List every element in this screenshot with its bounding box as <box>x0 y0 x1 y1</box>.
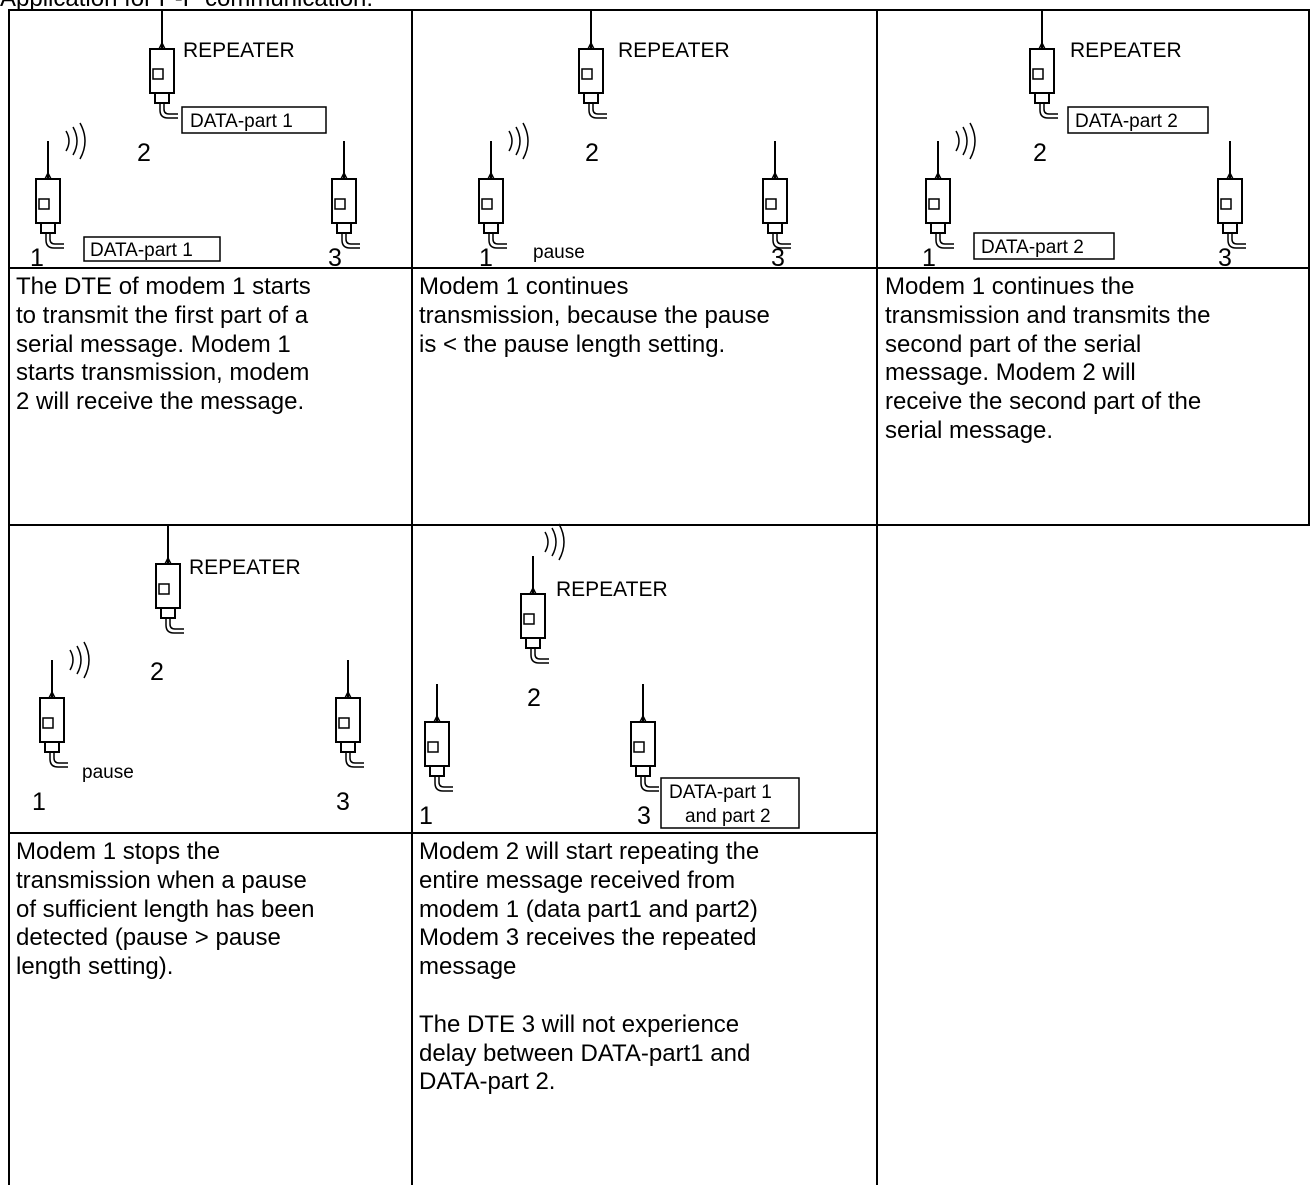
modem-2-icon <box>155 526 184 634</box>
data-box-label: DATA-part 2 <box>1075 111 1178 132</box>
data-box-label: DATA-part 2 <box>981 237 1084 258</box>
modem-3-icon <box>335 660 364 768</box>
data-box-modem-3 <box>660 777 800 829</box>
modem-1-number: 1 <box>32 788 46 816</box>
repeater-label: REPEATER <box>183 39 295 62</box>
network-diagram: REPEATER 2 pause 1 <box>478 11 791 272</box>
description-step-5: Modem 2 will start repeating the entire … <box>419 838 760 1096</box>
data-box-line-1: DATA-part 1 <box>669 782 772 803</box>
network-diagram: REPEATER 2 pause 1 <box>32 526 364 816</box>
modem-3-icon <box>762 141 791 249</box>
modem-2-icon <box>149 11 178 119</box>
page-heading: Application for P-P communication: <box>0 0 1310 12</box>
modem-3-icon <box>630 684 659 792</box>
repeater-label: REPEATER <box>189 556 301 579</box>
table-border-left <box>8 9 10 1185</box>
radio-waves-icon <box>69 641 90 679</box>
table-rule <box>8 832 877 834</box>
modem-2-number: 2 <box>137 139 151 167</box>
network-diagram: REPEATER 2 DATA-part 2 DATA-part 2 1 <box>922 11 1246 272</box>
table-rule <box>411 9 413 1185</box>
modem-1-icon <box>478 141 507 249</box>
data-box-modem-1 <box>83 236 221 262</box>
table-rule <box>8 267 1310 269</box>
modem-2-number: 2 <box>1033 139 1047 167</box>
pause-label: pause <box>533 242 585 263</box>
data-box-repeater <box>181 106 327 134</box>
description-step-4: Modem 1 stops the transmission when a pa… <box>16 838 315 981</box>
radio-waves-icon <box>65 122 86 160</box>
description-step-3: Modem 1 continues the transmission and t… <box>885 273 1211 444</box>
diagram-step-5: REPEATER 2 1 3 <box>413 523 875 832</box>
modem-2-icon <box>1029 11 1058 119</box>
table-rule <box>8 524 1310 526</box>
network-diagram: REPEATER 2 1 3 <box>419 523 800 830</box>
pause-label: pause <box>82 762 134 783</box>
repeater-label: REPEATER <box>618 39 730 62</box>
modem-3-icon <box>331 141 360 249</box>
data-box-repeater <box>1067 106 1209 134</box>
radio-waves-icon <box>955 122 976 160</box>
diagram-step-4: REPEATER 2 pause 1 <box>10 526 410 832</box>
modem-1-number: 1 <box>479 244 493 272</box>
description-step-1: The DTE of modem 1 starts to transmit th… <box>16 273 311 416</box>
data-box-label: DATA-part 1 <box>90 240 193 261</box>
modem-3-number: 3 <box>637 802 651 830</box>
modem-1-number: 1 <box>922 244 936 272</box>
modem-1-icon <box>925 141 954 249</box>
table-rule <box>876 9 878 1185</box>
data-box-modem-1 <box>973 232 1115 260</box>
network-diagram: REPEATER 2 DATA-part 1 DATA-part 1 1 <box>30 11 360 272</box>
modem-2-number: 2 <box>527 684 541 712</box>
table-border-top <box>8 9 1310 11</box>
table-border-right <box>1308 9 1310 526</box>
modem-3-icon <box>1217 141 1246 249</box>
modem-2-icon <box>520 556 549 664</box>
description-step-2: Modem 1 continues transmission, because … <box>419 273 770 358</box>
diagram-step-2: REPEATER 2 pause 1 <box>413 11 875 272</box>
modem-3-number: 3 <box>771 244 785 272</box>
modem-2-number: 2 <box>150 658 164 686</box>
repeater-label: REPEATER <box>556 578 668 601</box>
diagram-step-1: REPEATER 2 DATA-part 1 DATA-part 1 1 <box>10 11 410 272</box>
modem-3-number: 3 <box>1218 244 1232 272</box>
radio-waves-icon <box>508 122 529 160</box>
modem-1-number: 1 <box>419 802 433 830</box>
data-box-label: DATA-part 1 <box>190 111 293 132</box>
radio-waves-icon <box>544 523 565 561</box>
modem-3-number: 3 <box>328 244 342 272</box>
modem-1-icon <box>39 660 68 768</box>
repeater-label: REPEATER <box>1070 39 1182 62</box>
modem-2-number: 2 <box>585 139 599 167</box>
data-box-line-2: and part 2 <box>685 806 771 827</box>
modem-3-number: 3 <box>336 788 350 816</box>
modem-1-icon <box>424 684 453 792</box>
modem-1-icon <box>35 141 64 249</box>
diagram-step-3: REPEATER 2 DATA-part 2 DATA-part 2 1 <box>878 11 1308 272</box>
modem-2-icon <box>578 11 607 119</box>
modem-1-number: 1 <box>30 244 44 272</box>
